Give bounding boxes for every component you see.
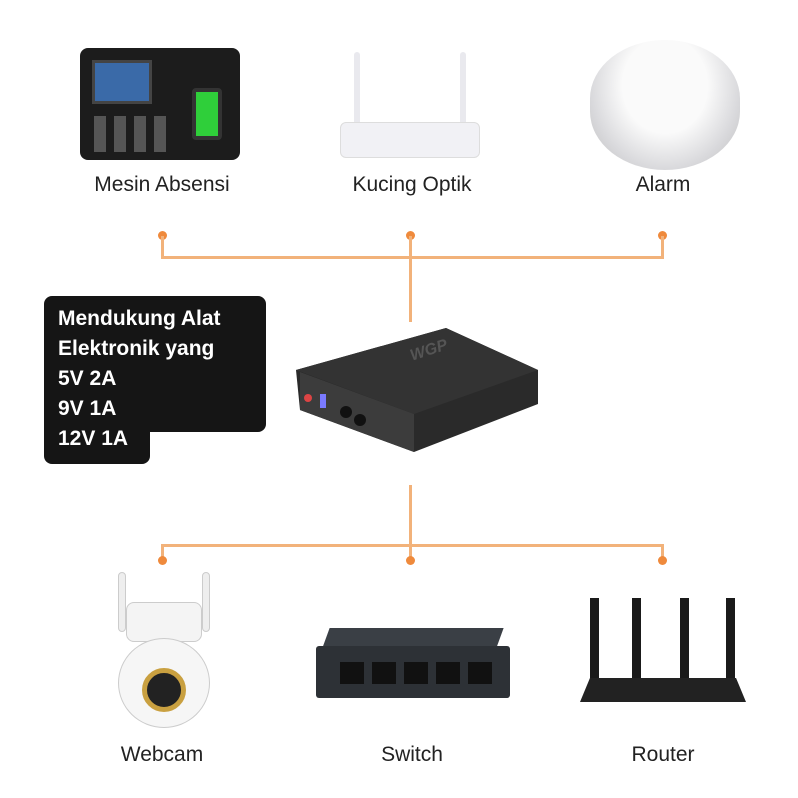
connector-line <box>161 256 664 259</box>
connector-line <box>161 544 164 560</box>
device-label: Kucing Optik <box>352 173 472 196</box>
spec-line: 9V 1A <box>58 397 117 420</box>
device-label: Router <box>631 743 695 766</box>
optical-modem-image <box>340 52 480 158</box>
webcam-image <box>112 572 216 732</box>
connector-line <box>661 544 664 560</box>
connector-dot <box>406 556 415 565</box>
device-label: Webcam <box>120 743 204 766</box>
spec-line: Elektronik yang <box>58 337 215 360</box>
device-label: Mesin Absensi <box>94 173 230 196</box>
attendance-machine-image <box>80 48 240 160</box>
device-label: Switch <box>381 743 443 766</box>
connector-dot <box>658 231 667 240</box>
spec-line: Mendukung Alat <box>58 307 221 330</box>
connector-dot <box>658 556 667 565</box>
spec-line: 5V 2A <box>58 367 117 390</box>
mini-ups-image: WGP <box>296 328 538 454</box>
connector-line <box>409 236 412 322</box>
smoke-alarm-image <box>590 40 740 170</box>
router-image <box>580 598 746 708</box>
network-switch-image <box>316 628 510 698</box>
connector-line <box>161 236 164 258</box>
connector-dot <box>158 231 167 240</box>
spec-line: 12V 1A <box>58 427 129 450</box>
connector-line <box>409 544 412 560</box>
connector-dot <box>158 556 167 565</box>
connector-line <box>161 544 664 547</box>
connector-line <box>661 236 664 258</box>
connector-dot <box>406 231 415 240</box>
device-label: Alarm <box>635 173 691 196</box>
connector-line <box>409 485 412 547</box>
